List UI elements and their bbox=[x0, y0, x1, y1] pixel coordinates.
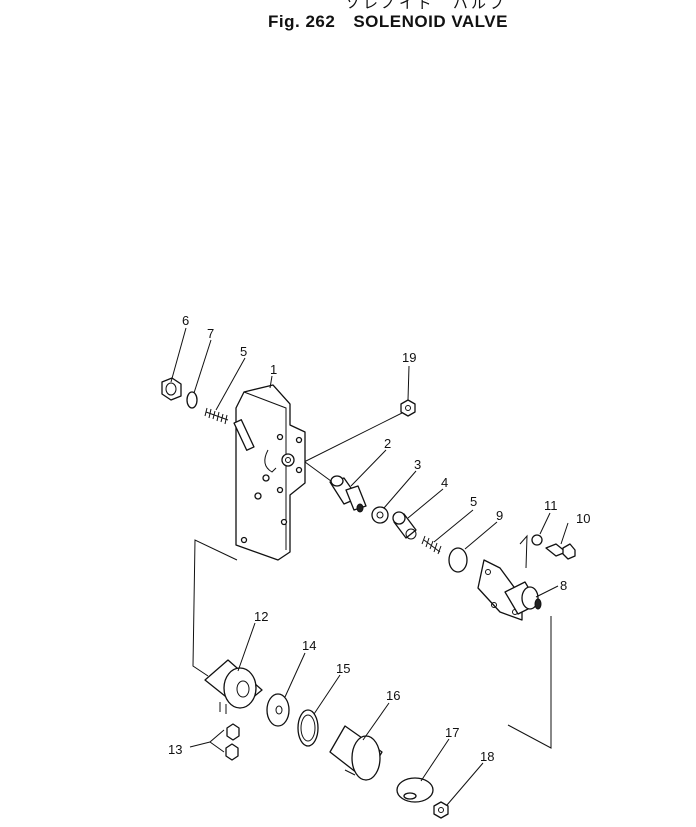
callout-17: 17 bbox=[445, 725, 459, 740]
part-1-valve-body bbox=[233, 384, 306, 561]
assembly-line-8 bbox=[507, 616, 552, 749]
callout-14: 14 bbox=[302, 638, 316, 653]
callout-9: 9 bbox=[496, 508, 503, 523]
part-8-flange-tube bbox=[477, 559, 542, 621]
callout-18: 18 bbox=[480, 749, 494, 764]
part-15-lock-washer bbox=[297, 709, 319, 747]
part-16-cover bbox=[329, 725, 383, 781]
title-japanese: ソレノイド バルブ bbox=[345, 0, 508, 12]
figure-name: SOLENOID VALVE bbox=[353, 12, 508, 31]
callout-15: 15 bbox=[336, 661, 350, 676]
callout-7: 7 bbox=[207, 326, 214, 341]
callout-13: 13 bbox=[168, 742, 182, 757]
part-7-o-ring bbox=[186, 391, 198, 409]
part-17-cap bbox=[396, 777, 434, 803]
part-4-sleeve bbox=[392, 511, 417, 540]
callout-2: 2 bbox=[384, 436, 391, 451]
part-5-spring-lower bbox=[421, 535, 442, 555]
assembly-line-19 bbox=[295, 409, 409, 467]
callout-5-lower: 5 bbox=[470, 494, 477, 509]
part-14-washer bbox=[266, 693, 290, 727]
part-12-coil bbox=[204, 659, 263, 714]
callout-3: 3 bbox=[414, 457, 421, 472]
callout-19: 19 bbox=[402, 350, 416, 365]
callout-1: 1 bbox=[270, 362, 277, 377]
part-10-bolt bbox=[545, 543, 576, 560]
part-5-spring-upper bbox=[204, 407, 229, 425]
part-3-washer bbox=[371, 506, 389, 524]
part-2-spool bbox=[329, 475, 367, 513]
callout-numbers: 1 2 3 4 5 5 6 7 8 9 10 11 12 13 14 15 16… bbox=[168, 313, 590, 764]
assembly-line-2 bbox=[304, 461, 336, 485]
part-11-washer bbox=[531, 534, 543, 546]
part-19-nut bbox=[400, 399, 416, 417]
figure-title: Fig. 262 SOLENOID VALVE bbox=[268, 12, 508, 32]
assembly-lines bbox=[192, 409, 552, 749]
callout-6: 6 bbox=[182, 313, 189, 328]
callout-11: 11 bbox=[544, 498, 558, 513]
callout-8: 8 bbox=[560, 578, 567, 593]
assembly-line-12 bbox=[192, 539, 238, 677]
part-18-nut bbox=[433, 801, 449, 819]
part-9-o-ring bbox=[448, 547, 468, 573]
part-13-nuts bbox=[189, 723, 240, 761]
callout-10: 10 bbox=[576, 511, 590, 526]
assembly-line-11 bbox=[519, 534, 528, 569]
figure-number: Fig. 262 bbox=[268, 12, 336, 31]
callout-12: 12 bbox=[254, 609, 268, 624]
leader-lines bbox=[170, 327, 569, 806]
callout-16: 16 bbox=[386, 688, 400, 703]
callout-5-upper: 5 bbox=[240, 344, 247, 359]
callout-4: 4 bbox=[441, 475, 448, 490]
